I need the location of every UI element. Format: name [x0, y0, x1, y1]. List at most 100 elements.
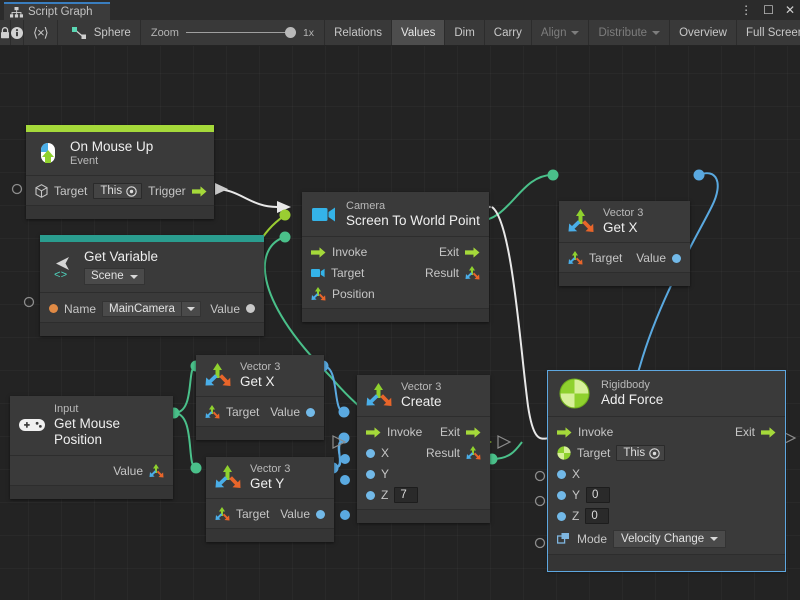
toolbar-button-values[interactable]: Values — [392, 20, 446, 45]
node-rigidbody-add-force[interactable]: Rigidbody Add Force Invoke Exit — [547, 370, 786, 572]
target-picker-icon[interactable] — [649, 448, 660, 459]
node-input-get-mouse-position[interactable]: Input Get Mouse Position Value — [10, 396, 173, 499]
value-label: Value — [636, 251, 666, 266]
code-view-button[interactable]: ⟨×⟩ — [24, 20, 58, 45]
toolbar-button-align[interactable]: Align — [532, 20, 590, 45]
value-port-group[interactable]: Value — [270, 405, 315, 419]
invoke-label: Invoke — [387, 425, 423, 440]
value-port-group[interactable]: Value — [210, 302, 255, 316]
y-label: Y — [381, 467, 390, 482]
exit-port-group[interactable]: Exit — [439, 245, 480, 259]
node-footer — [559, 271, 690, 286]
flow-arrow-icon[interactable] — [466, 427, 481, 438]
x-input-port[interactable] — [557, 469, 566, 479]
close-icon[interactable]: ✕ — [784, 3, 795, 17]
exit-port-group[interactable]: Exit — [735, 425, 776, 439]
port-row-invoke: Invoke Exit — [357, 422, 490, 443]
value-label: Value — [270, 405, 300, 420]
value-output-port[interactable] — [306, 407, 315, 417]
exit-label: Exit — [734, 425, 755, 440]
result-port-group[interactable]: Result — [425, 266, 480, 280]
node-header: Vector 3 Create — [357, 375, 490, 416]
value-port-group[interactable]: Value — [113, 464, 164, 478]
exit-label: Exit — [438, 245, 459, 260]
node-vector3-get-y[interactable]: Vector 3 Get Y Target Value — [206, 457, 334, 542]
value-port-group[interactable]: Value — [280, 507, 325, 521]
lock-button[interactable] — [0, 20, 11, 45]
toolbar-button-align-label: Align — [540, 26, 567, 39]
target-value-field[interactable]: This — [616, 445, 666, 462]
node-vector3-create[interactable]: Vector 3 Create Invoke Exit — [357, 375, 490, 523]
y-value-field[interactable]: 0 — [586, 487, 611, 504]
chevron-down-icon[interactable] — [180, 301, 200, 316]
maximize-icon[interactable]: ☐ — [763, 3, 774, 17]
graph-object-button[interactable]: Sphere — [58, 20, 141, 45]
toolbar-button-distribute[interactable]: Distribute — [589, 20, 671, 45]
node-body: Invoke Exit X Result — [357, 415, 490, 509]
node-title: Get Y — [250, 475, 285, 491]
y-input-port[interactable] — [366, 469, 375, 479]
value-output-port[interactable] — [316, 509, 325, 519]
target-picker-icon[interactable] — [126, 186, 137, 197]
node-screen-to-world-point[interactable]: Camera Screen To World Point Invoke Exit — [302, 192, 489, 322]
value-output-port[interactable] — [672, 253, 681, 263]
x-input-port[interactable] — [366, 448, 375, 458]
target-label: Target — [236, 507, 270, 522]
node-header: Camera Screen To World Point — [302, 192, 489, 236]
node-footer — [40, 322, 264, 337]
toolbar-button-carry[interactable]: Carry — [485, 20, 532, 45]
node-subtitle: Get Variable — [84, 249, 159, 264]
node-titles: Get Variable Scene — [84, 249, 159, 286]
variable-name-dropdown[interactable]: MainCamera — [102, 300, 201, 317]
graph-canvas[interactable]: On Mouse Up Event Target This — [0, 46, 800, 600]
exit-label: Exit — [439, 425, 460, 440]
port-row-y: Y 0 — [548, 485, 785, 506]
trigger-port[interactable]: Trigger — [148, 184, 207, 198]
result-port-group[interactable]: Result — [426, 446, 481, 460]
target-value-field[interactable]: This — [93, 183, 143, 200]
flow-arrow-icon — [191, 186, 207, 197]
toolbar-button-full-screen[interactable]: Full Screen — [746, 26, 800, 39]
z-value-field[interactable]: 7 — [394, 487, 419, 504]
chevron-down-icon — [571, 30, 580, 35]
toolbar-button-relations[interactable]: Relations — [325, 20, 393, 45]
vector3-icon — [366, 382, 392, 408]
toolbar-button-overview[interactable]: Overview — [670, 20, 737, 45]
exit-port-group[interactable]: Exit — [440, 425, 481, 439]
zoom-slider-knob[interactable] — [284, 27, 296, 38]
flow-arrow-icon[interactable] — [761, 427, 776, 438]
z-input-port[interactable] — [366, 490, 375, 500]
value-output-port[interactable] — [246, 304, 255, 314]
node-title: Get Mouse Position — [54, 415, 121, 447]
port-row-target: Target Value — [559, 248, 690, 269]
node-get-variable[interactable]: <> Get Variable Scene Name MainCamera — [40, 235, 264, 337]
more-options-icon[interactable]: ⋮ — [740, 3, 753, 17]
z-input-port[interactable] — [557, 511, 566, 521]
zoom-slider[interactable] — [185, 27, 296, 39]
variable-scope-text: Scene — [91, 269, 124, 282]
mode-dropdown[interactable]: Velocity Change — [613, 529, 727, 548]
value-port-group[interactable]: Value — [636, 251, 681, 265]
svg-text:<>: <> — [54, 270, 67, 280]
node-body: Target Value — [559, 241, 690, 272]
flow-arrow-icon[interactable] — [366, 427, 381, 438]
tab-script-graph[interactable]: Script Graph — [4, 2, 110, 20]
flow-arrow-icon[interactable] — [557, 427, 572, 438]
mode-value-text: Velocity Change — [621, 532, 705, 545]
flow-arrow-icon[interactable] — [311, 247, 326, 258]
info-button[interactable] — [11, 20, 24, 45]
node-on-mouse-up[interactable]: On Mouse Up Event Target This — [26, 125, 214, 219]
node-subtitle: Vector 3 — [401, 381, 442, 393]
name-input-port[interactable] — [49, 304, 58, 314]
node-vector3-get-x-mid[interactable]: Vector 3 Get X Target Value — [196, 355, 324, 440]
y-input-port[interactable] — [557, 490, 566, 500]
variable-scope-dropdown[interactable]: Scene — [84, 267, 145, 286]
node-vector3-get-x-top[interactable]: Vector 3 Get X Target Value — [559, 201, 690, 286]
target-label: Target — [331, 266, 365, 281]
z-value-field[interactable]: 0 — [585, 508, 610, 525]
toolbar-button-dim[interactable]: Dim — [445, 20, 485, 45]
chevron-down-icon — [652, 30, 661, 35]
invoke-label: Invoke — [332, 245, 368, 260]
flow-arrow-icon[interactable] — [465, 247, 480, 258]
